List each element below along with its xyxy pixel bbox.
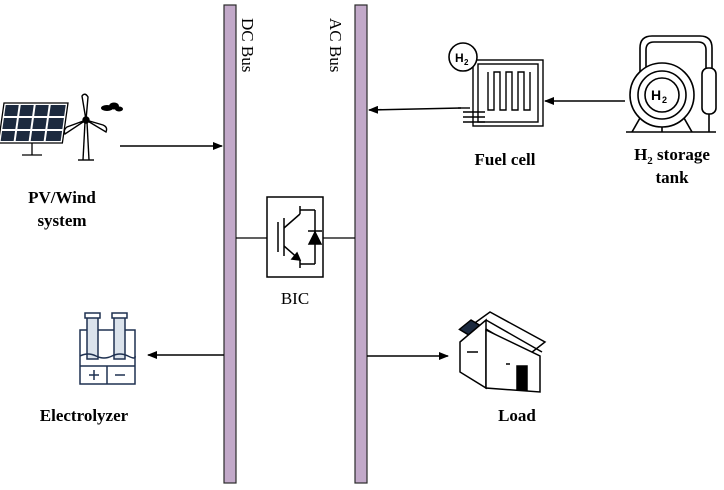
dc-bus-bar [223,4,237,484]
ac-bus-bar [354,4,368,484]
svg-text:H: H [651,87,661,103]
bic-converter: BIC [236,196,355,308]
pv-wind-label-line2: system [37,211,86,230]
bic-label: BIC [281,289,309,308]
electrolyzer: Electrolyzer [40,312,224,425]
svg-text:H: H [455,51,464,65]
load: Load [367,311,547,425]
electrolyzer-icon [79,312,136,385]
fuel-cell-icon: H 2 [448,42,544,127]
dc-bus-label: DC Bus [238,18,257,72]
svg-text:2: 2 [662,95,667,105]
house-icon [458,311,547,393]
pv-wind-system: PV/Wind system [0,93,223,230]
ac-bus: AC Bus [326,4,368,484]
h2-tank-label-line1: H2 storage [634,145,710,167]
hydrogen-tank-icon: H 2 [626,35,717,133]
igbt-icon [277,206,323,268]
fuel-cell-to-ac-arrow [368,105,462,114]
solar-panel-icon [0,102,69,144]
ac-bus-label: AC Bus [326,18,345,72]
load-label: Load [498,406,536,425]
dc-bus: DC Bus [223,4,257,484]
pv-wind-label-line1: PV/Wind [28,188,96,207]
fuel-cell: H 2 Fuel cell [368,42,544,169]
electrolyzer-label: Electrolyzer [40,406,129,425]
h2-tank-label-line2: tank [655,168,689,187]
wind-turbine-icon [63,93,108,161]
solar-stand [22,143,42,156]
cloud-icon [101,102,123,112]
h2-storage-tank: H 2 H2 storage tank [544,35,717,187]
svg-text:2: 2 [464,58,469,67]
fuel-cell-label: Fuel cell [475,150,536,169]
